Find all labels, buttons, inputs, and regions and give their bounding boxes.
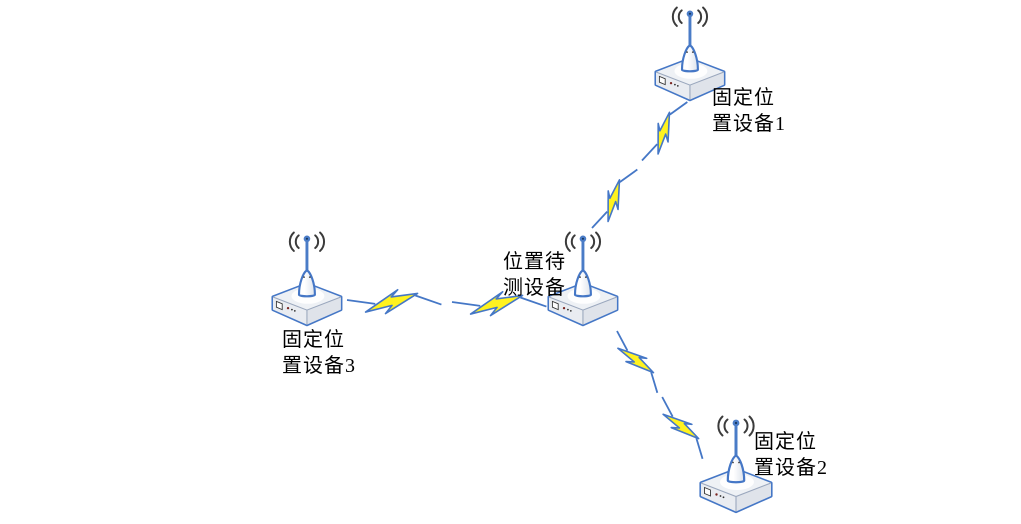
lightning-bolt-icon [633, 94, 695, 168]
label-fixed-device-3: 固定位 置设备3 [282, 329, 356, 377]
label-fixed-device-1: 固定位 置设备1 [712, 87, 786, 135]
lightning-bolt-icon [583, 162, 645, 235]
label-target-device: 位置待 测设备 [503, 251, 566, 299]
lightning-bolt-icon [345, 287, 443, 317]
fixed-device-3-icon [271, 230, 343, 327]
lightning-bolt-icon [608, 325, 667, 399]
lightning-bolt-icon [653, 391, 713, 465]
label-fixed-device-2: 固定位 置设备2 [754, 431, 828, 479]
link-target-fixed1 [583, 94, 695, 235]
link-target-fixed2 [608, 325, 713, 465]
